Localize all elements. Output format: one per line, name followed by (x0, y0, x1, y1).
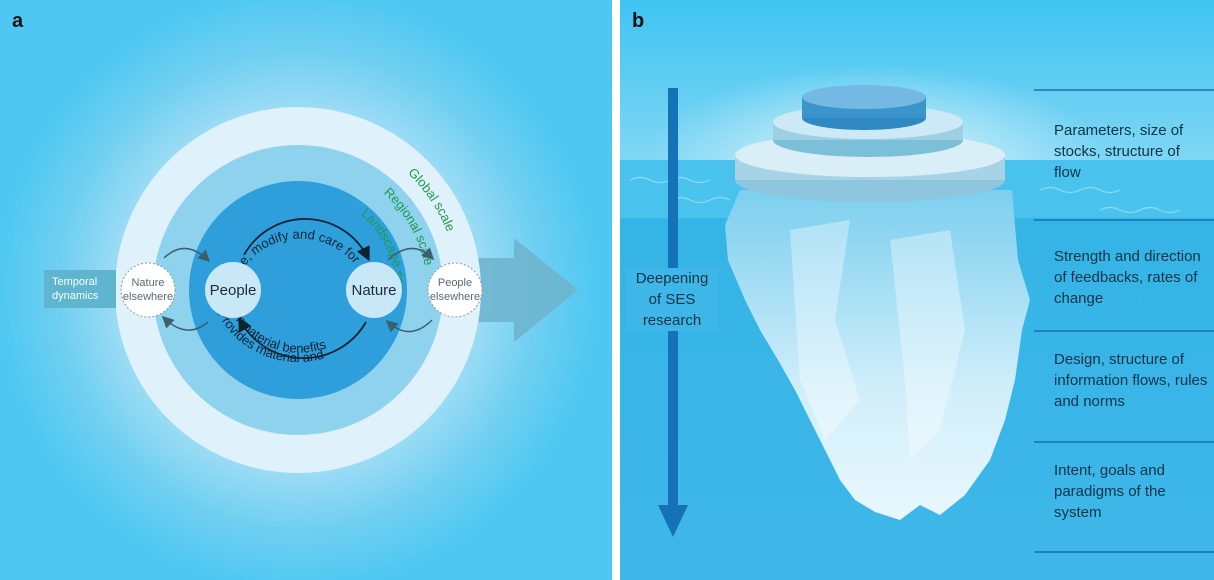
panel-a: a Global scale Regional scale (0, 0, 612, 580)
right-lower-arrow (385, 319, 433, 333)
level-1-line1: Parameters, size of (1054, 122, 1184, 139)
landscape-scale-circle (189, 181, 407, 399)
level-4-line2: paradigms of the (1054, 483, 1166, 500)
people-elsewhere-line1: People (438, 277, 472, 289)
use-modify-arrow (243, 218, 370, 262)
level-2-line2: of feedbacks, rates of (1054, 269, 1198, 286)
deepening-line3: research (642, 312, 702, 329)
deepening-line1: Deepening (635, 270, 709, 287)
panel-b-label: b (632, 10, 645, 32)
iceberg-tiers (735, 85, 1005, 202)
left-lower-arrow (161, 315, 209, 331)
people-node (205, 262, 261, 318)
temporal-line2: dynamics (52, 290, 99, 302)
level-1-line3: flow (1054, 164, 1081, 181)
iceberg-facets (790, 220, 965, 460)
deepening-line2: of SES (648, 291, 696, 308)
right-upper-arrow (387, 247, 435, 261)
deepening-label: Deepening of SES research (626, 268, 718, 331)
level-4-label: Intent, goals and paradigms of the syste… (1054, 460, 1166, 523)
nature-label: Nature (351, 282, 396, 299)
level-3-line2: information flows, rules (1054, 372, 1208, 389)
level-2-line3: change (1054, 290, 1104, 307)
level-3-label: Design, structure of information flows, … (1054, 349, 1207, 412)
level-1-line2: stocks, structure of (1054, 143, 1180, 160)
people-elsewhere-line2: elsewhere (430, 291, 480, 303)
left-upper-arrow (163, 247, 211, 263)
panel-a-label: a (12, 10, 24, 32)
panel-b: b Deepening of SES research Parameters, … (620, 0, 1214, 580)
nature-elsewhere-line2: elsewhere (123, 291, 173, 303)
level-2-label: Strength and direction of feedbacks, rat… (1054, 246, 1201, 309)
deepening-arrow-head (658, 505, 688, 537)
level-2-line1: Strength and direction (1054, 248, 1201, 265)
nature-node (346, 262, 402, 318)
temporal-dynamics-box: Temporal dynamics (44, 270, 116, 308)
people-elsewhere-node (427, 262, 483, 318)
scales-diagram: Global scale Regional scale Landscape sc… (0, 0, 578, 473)
temporal-line1: Temporal (52, 276, 98, 288)
level-3-line1: Design, structure of (1054, 351, 1185, 368)
nature-elsewhere-node (120, 262, 176, 318)
iceberg-underwater (725, 190, 1030, 520)
level-4-line3: system (1054, 504, 1102, 521)
level-4-line1: Intent, goals and (1054, 462, 1165, 479)
level-1-label: Parameters, size of stocks, structure of… (1054, 120, 1183, 183)
level-separators (1034, 89, 1214, 553)
iceberg-diagram (620, 0, 1214, 580)
level-3-line3: and norms (1054, 393, 1125, 410)
nature-elsewhere-line1: Nature (131, 277, 164, 289)
people-label: People (210, 282, 257, 299)
provides-benefits-arrow (238, 316, 367, 360)
